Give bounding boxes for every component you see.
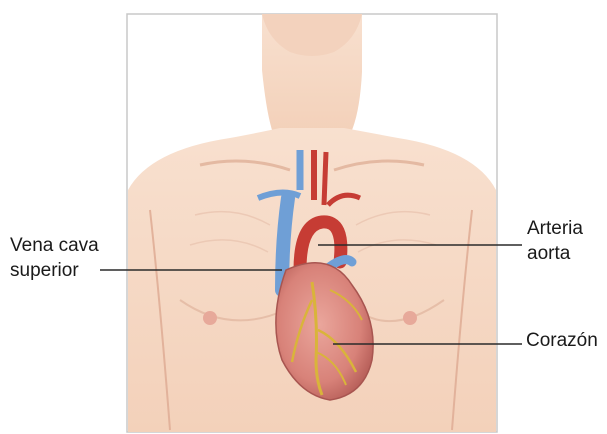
label-aorta-line1: Arteria: [527, 216, 583, 241]
label-corazon: Corazón: [526, 328, 598, 353]
label-aorta-line2: aorta: [527, 241, 583, 266]
label-arteria-aorta: Arteria aorta: [527, 216, 583, 266]
label-vena-cava-line2: superior: [10, 258, 99, 283]
label-vena-cava-superior: Vena cava superior: [10, 233, 99, 283]
label-vena-cava-line1: Vena cava: [10, 233, 99, 258]
